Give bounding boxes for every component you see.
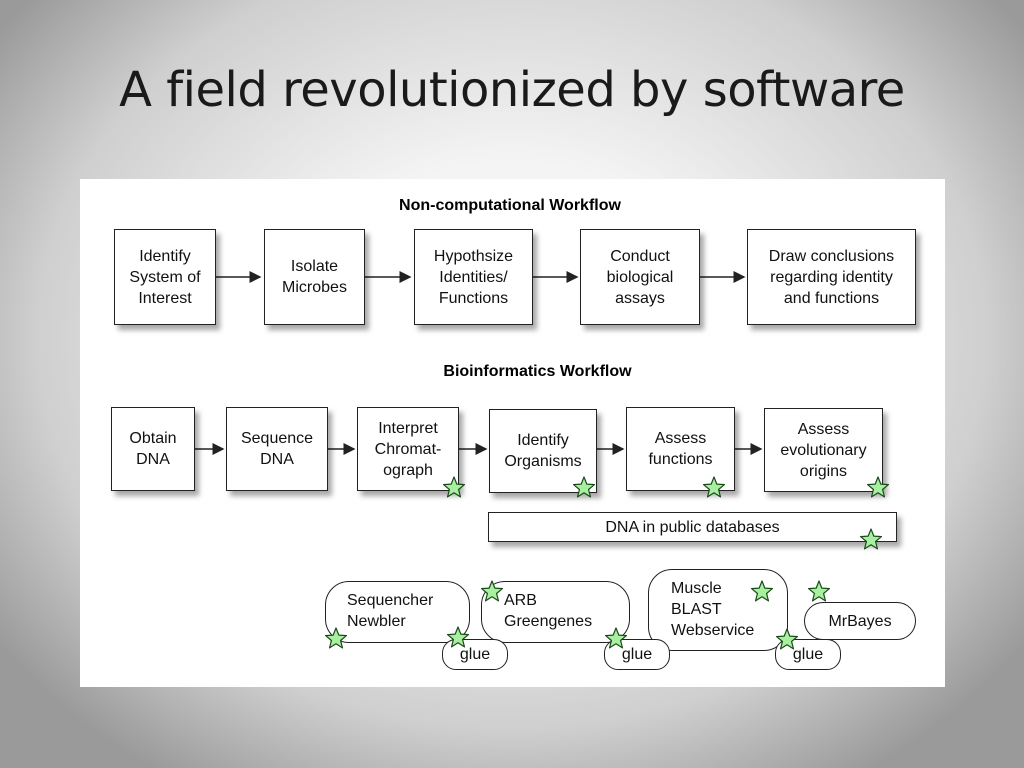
step-draw-conclusions: Draw conclusions regarding identity and …: [747, 229, 916, 325]
glue-pill-2: glue: [604, 639, 670, 670]
step-conduct-assays: Conduct biological assays: [580, 229, 700, 325]
tool-muscle-blast-webservice: Muscle BLAST Webservice: [648, 569, 788, 651]
step-obtain-dna: Obtain DNA: [111, 407, 195, 491]
step-identify-organisms: Identify Organisms: [489, 409, 597, 493]
star-icon: [807, 580, 831, 602]
glue-pill-3: glue: [775, 639, 841, 670]
tool-sequencher-newbler: Sequencher Newbler: [325, 581, 470, 643]
non-computational-heading: Non-computational Workflow: [399, 197, 621, 214]
slide-title: A field revolutionized by software: [119, 62, 905, 118]
step-hypothesize: Hypothsize Identities/ Functions: [414, 229, 533, 325]
step-assess-functions: Assess functions: [626, 407, 735, 491]
tool-mrbayes: MrBayes: [804, 602, 916, 640]
tool-arb-greengenes: ARB Greengenes: [481, 581, 630, 643]
step-isolate-microbes: Isolate Microbes: [264, 229, 365, 325]
glue-pill-1: glue: [442, 639, 508, 670]
step-identify-system: Identify System of Interest: [114, 229, 216, 325]
step-sequence-dna: Sequence DNA: [226, 407, 328, 491]
public-databases-bar: DNA in public databases: [488, 512, 897, 542]
step-assess-evolutionary-origins: Assess evolutionary origins: [764, 408, 883, 492]
step-interpret-chromatograph: Interpret Chromat- ograph: [357, 407, 459, 491]
bioinformatics-heading: Bioinformatics Workflow: [443, 363, 632, 380]
workflow-diagram: Non-computational Workflow Bioinformatic…: [80, 179, 945, 687]
